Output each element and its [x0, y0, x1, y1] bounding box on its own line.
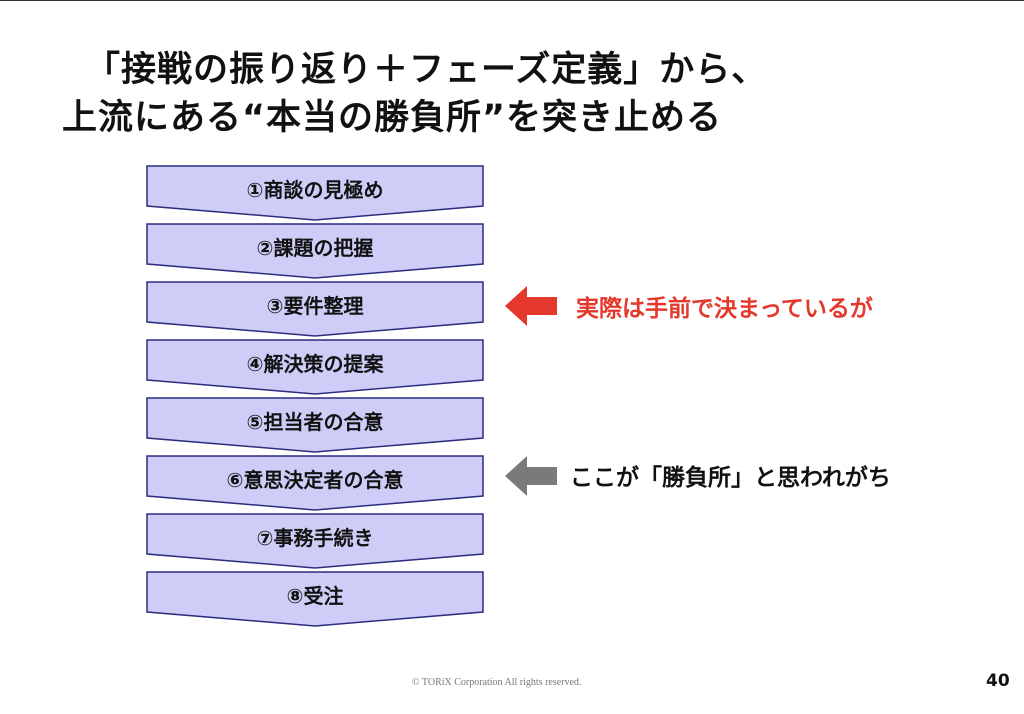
phase-step-shape	[146, 281, 484, 337]
note-actual-decision: 実際は手前で決まっているが	[576, 296, 873, 322]
copyright-footer: © TORiX Corporation All rights reserved.	[412, 677, 582, 688]
phase-step-label: ④解決策の提案	[246, 352, 384, 376]
slide-title-line-2: 上流にある“本当の勝負所”を突き止める	[62, 98, 723, 138]
phase-step-shape	[146, 165, 484, 221]
page-number: 40	[986, 671, 1010, 691]
phase-step-shape	[146, 455, 484, 511]
phase-step-label: ⑦事務手続き	[256, 526, 374, 550]
phase-step-shape	[146, 571, 484, 627]
phase-step-shape	[146, 397, 484, 453]
phase-step-label: ⑤担当者の合意	[246, 410, 384, 434]
phase-step-shape	[146, 339, 484, 395]
slide-title-line-1: 「接戦の振り返り＋フェーズ定義」から、	[85, 50, 768, 90]
phase-step-shape	[146, 223, 484, 279]
phase-step-label: ②課題の把握	[256, 236, 374, 260]
phase-step-label: ③要件整理	[266, 294, 364, 318]
phase-step-label: ⑥意思決定者の合意	[226, 468, 404, 492]
phase-step-label: ⑧受注	[286, 584, 344, 608]
left-arrow-icon	[505, 286, 557, 326]
note-assumed-decision: ここが「勝負所」と思われがち	[570, 465, 891, 491]
left-arrow-icon	[505, 456, 557, 496]
phase-step-label: ①商談の見極め	[246, 178, 384, 202]
phase-step-shape	[146, 513, 484, 569]
